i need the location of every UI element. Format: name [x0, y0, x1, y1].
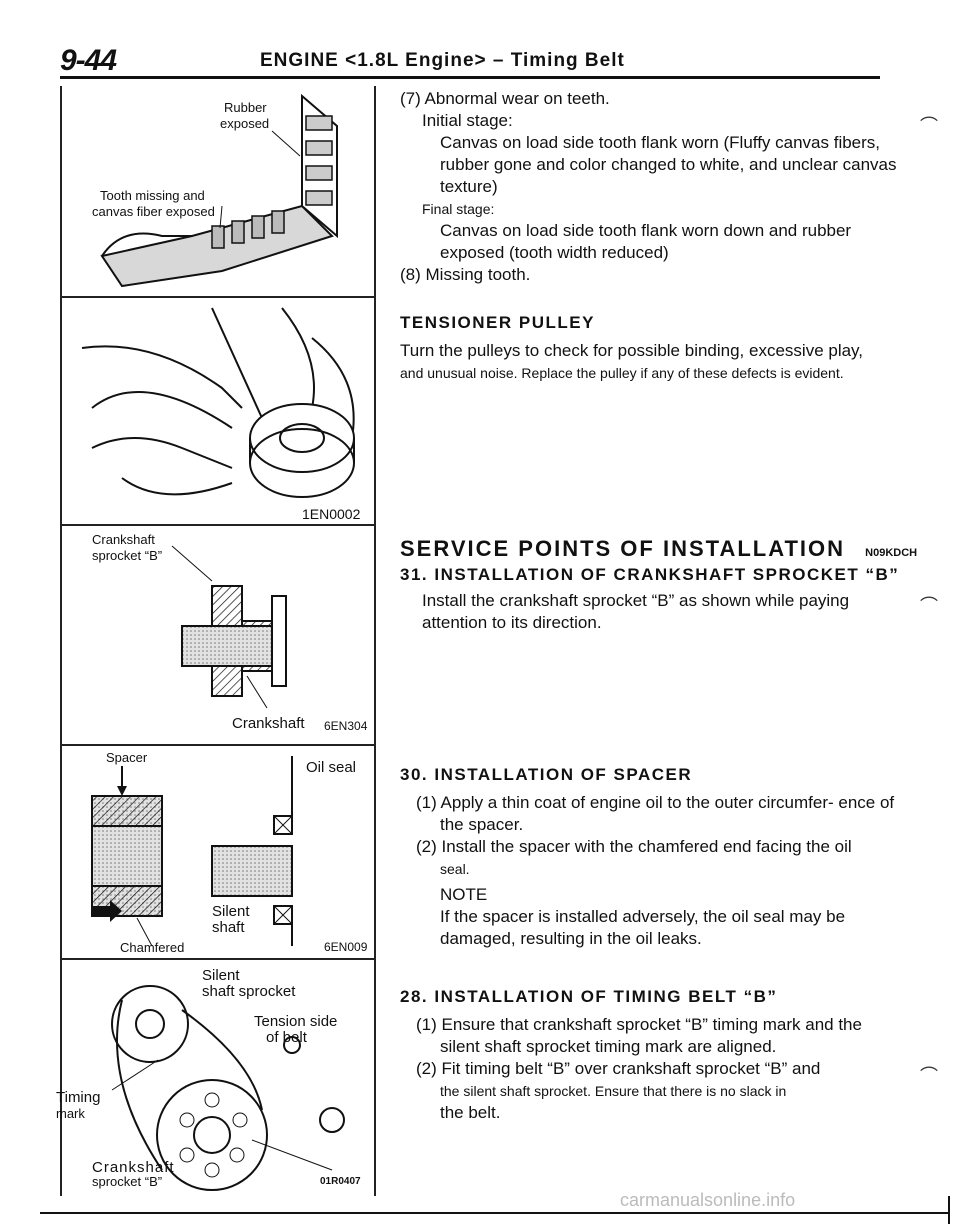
- sprocket-illustration: [171, 545, 287, 709]
- label-silent-2: shaft: [212, 919, 245, 936]
- page-header: 9-44 ENGINE <1.8L Engine> – Timing Belt: [60, 44, 920, 78]
- initial-stage-text: Canvas on load side tooth flank worn (Fl…: [440, 133, 897, 196]
- service-points-heading: SERVICE POINTS OF INSTALLATION N09KDCH: [400, 536, 917, 562]
- section-30-heading: 30. INSTALLATION OF SPACER: [400, 765, 693, 784]
- label-rubber: Rubber: [224, 100, 267, 115]
- belt-illustration: [100, 93, 338, 288]
- footer-rule: [40, 1212, 950, 1214]
- figure-belt-wear: Rubber exposed Tooth missing and canvas …: [62, 86, 374, 298]
- note-label: NOTE: [440, 885, 488, 904]
- label-of-belt: of belt: [266, 1029, 307, 1046]
- footer-tick: [948, 1196, 950, 1224]
- section-30-step-2a: (2) Install the spacer with the chamfere…: [416, 837, 852, 856]
- label-shaft-sprocket: shaft sprocket: [202, 983, 296, 1000]
- section-28-step-2c: the belt.: [440, 1103, 501, 1122]
- label-crankshaft-sprocket-1: Crankshaft: [92, 532, 155, 547]
- service-tag: N09KDCH: [865, 547, 918, 559]
- figure-timing-belt: Silent shaft sprocket Tension side of be…: [56, 960, 374, 1194]
- section-30: 30. INSTALLATION OF SPACER (1) Apply a t…: [400, 764, 900, 950]
- note-text: If the spacer is installed adversely, th…: [440, 907, 846, 948]
- final-stage-text: Canvas on load side tooth flank worn dow…: [440, 221, 852, 262]
- label-canvas-fiber: canvas fiber exposed: [92, 204, 215, 219]
- figure-crankshaft-sprocket: Crankshaft sprocket “B” Crankshaft 6EN30…: [62, 526, 374, 746]
- section-28: 28. INSTALLATION OF TIMING BELT “B” (1) …: [400, 986, 900, 1124]
- section-28-heading: 28. INSTALLATION OF TIMING BELT “B”: [400, 987, 778, 1006]
- figure-pulley-check: 1EN0002: [62, 298, 374, 526]
- section-30-step-1: (1) Apply a thin coat of engine oil to t…: [416, 793, 895, 834]
- label-spacer: Spacer: [106, 750, 148, 765]
- label-crankshaft: Crankshaft: [92, 1159, 175, 1176]
- item-7: (7) Abnormal wear on teeth.: [400, 89, 610, 108]
- wear-section: (7) Abnormal wear on teeth. Initial stag…: [400, 88, 900, 286]
- figure-code: 6EN009: [324, 940, 368, 954]
- section-31: 31. INSTALLATION OF CRANKSHAFT SPROCKET …: [400, 564, 900, 634]
- figure-spacer: Spacer Oil seal Silent shaft Chamfered 6…: [62, 746, 374, 960]
- label-silent: Silent: [202, 967, 240, 984]
- label-exposed: exposed: [220, 116, 270, 131]
- label-chamfered: Chamfered: [120, 940, 185, 955]
- label-crankshaft: Crankshaft: [232, 715, 305, 732]
- tensioner-heading: TENSIONER PULLEY: [400, 313, 595, 332]
- label-sprocket-b: sprocket “B”: [92, 1174, 163, 1189]
- tensioner-section: TENSIONER PULLEY Turn the pulleys to che…: [400, 312, 900, 384]
- section-28-step-1: (1) Ensure that crankshaft sprocket “B” …: [416, 1015, 862, 1056]
- section-28-step-2b: the silent shaft sprocket. Ensure that t…: [440, 1083, 787, 1099]
- figure-column: Rubber exposed Tooth missing and canvas …: [56, 86, 376, 1196]
- spacer-illustration: [91, 756, 293, 947]
- header-rule: [60, 76, 880, 79]
- label-timing: Timing: [56, 1089, 101, 1106]
- figure-code: 6EN304: [324, 719, 368, 733]
- service-points-title: SERVICE POINTS OF INSTALLATION: [400, 536, 846, 561]
- binding-mark: ⌒: [920, 1066, 938, 1086]
- label-tension-side: Tension side: [254, 1013, 338, 1030]
- label-crankshaft-sprocket-2: sprocket “B”: [92, 548, 163, 563]
- timing-belt-illustration: [111, 985, 345, 1191]
- initial-stage-label: Initial stage:: [422, 111, 513, 130]
- item-8: (8) Missing tooth.: [400, 265, 531, 284]
- label-mark: mark: [56, 1106, 85, 1121]
- label-silent-1: Silent: [212, 903, 250, 920]
- section-30-step-2b: seal.: [440, 861, 470, 877]
- page-number: 9-44: [60, 44, 117, 77]
- watermark: carmanualsonline.info: [620, 1190, 796, 1210]
- label-tooth-missing: Tooth missing and: [100, 188, 205, 203]
- tensioner-text-2: and unusual noise. Replace the pulley if…: [400, 365, 844, 381]
- pulley-illustration: [81, 307, 355, 498]
- figure-code: 01R0407: [320, 1176, 361, 1187]
- figure-code: 1EN0002: [302, 506, 361, 522]
- binding-mark: ⌒: [920, 116, 938, 136]
- tensioner-text-1: Turn the pulleys to check for possible b…: [400, 341, 864, 360]
- section-28-step-2a: (2) Fit timing belt “B” over crankshaft …: [416, 1059, 821, 1078]
- binding-mark: ⌒: [920, 596, 938, 616]
- label-oil-seal: Oil seal: [306, 759, 357, 776]
- page-title: ENGINE <1.8L Engine> – Timing Belt: [260, 50, 625, 71]
- final-stage-label: Final stage:: [422, 201, 495, 217]
- section-31-heading: 31. INSTALLATION OF CRANKSHAFT SPROCKET …: [400, 565, 900, 584]
- section-31-text: Install the crankshaft sprocket “B” as s…: [422, 591, 850, 632]
